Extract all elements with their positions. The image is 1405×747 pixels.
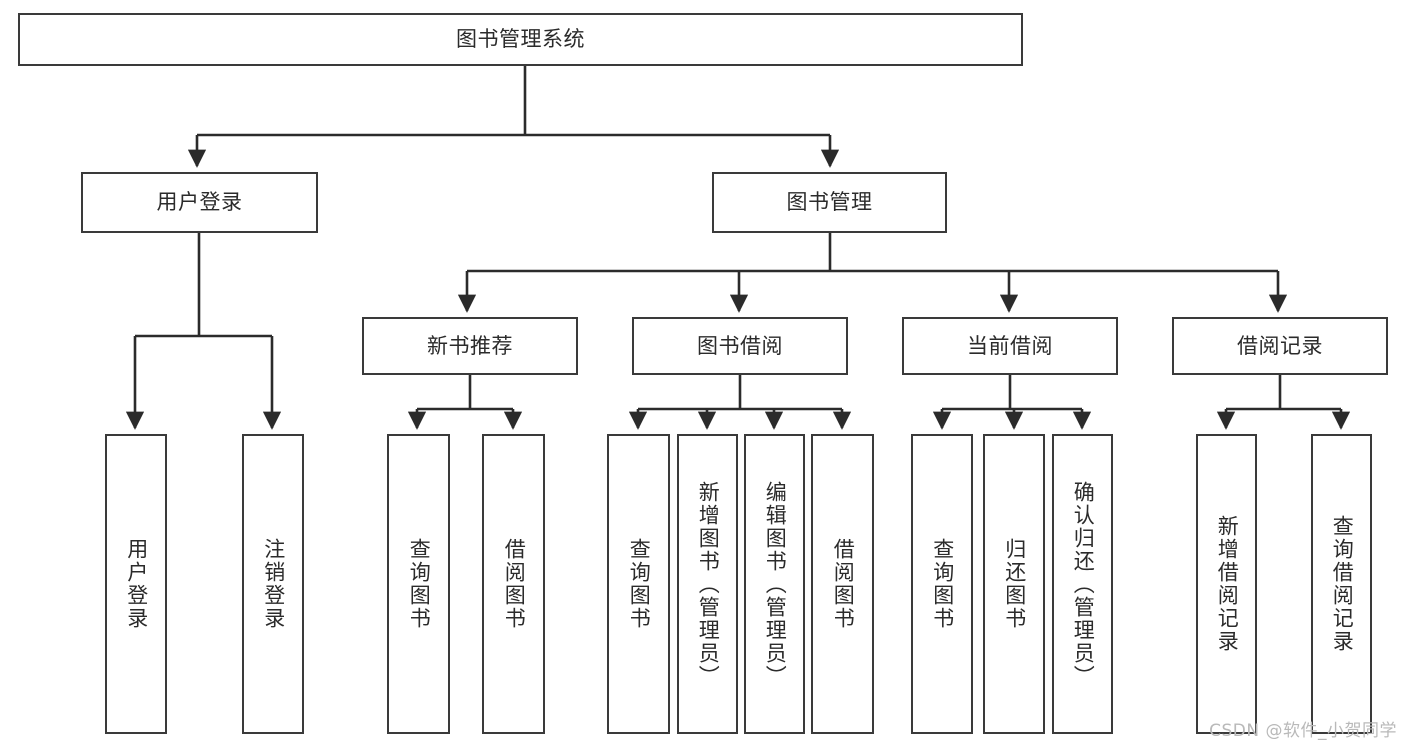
node-leaf-logout-label: 注销登录 — [261, 538, 286, 630]
node-book-borrow-label: 图书借阅 — [697, 333, 783, 358]
node-leaf-add-borrow-record-label: 新增借阅记录 — [1215, 515, 1240, 653]
node-leaf-add-book-admin-label: 新增图书（管理员） — [696, 480, 721, 688]
node-leaf-borrow-book-2[interactable]: 借阅图书 — [811, 434, 874, 734]
node-book-management[interactable]: 图书管理 — [712, 172, 947, 233]
node-leaf-borrow-book-1[interactable]: 借阅图书 — [482, 434, 545, 734]
node-new-book-recommend-label: 新书推荐 — [427, 333, 513, 358]
node-leaf-add-book-admin[interactable]: 新增图书（管理员） — [677, 434, 738, 734]
node-new-book-recommend[interactable]: 新书推荐 — [362, 317, 578, 375]
node-leaf-query-book-3-label: 查询图书 — [930, 538, 955, 630]
node-leaf-query-book-2[interactable]: 查询图书 — [607, 434, 670, 734]
node-leaf-query-borrow-record-label: 查询借阅记录 — [1330, 515, 1355, 653]
node-user-login-label: 用户登录 — [156, 190, 243, 215]
node-current-borrow-label: 当前借阅 — [967, 333, 1053, 358]
node-leaf-user-login-label: 用户登录 — [124, 538, 149, 630]
node-leaf-borrow-book-2-label: 借阅图书 — [831, 538, 856, 630]
node-current-borrow[interactable]: 当前借阅 — [902, 317, 1118, 375]
node-leaf-query-book-2-label: 查询图书 — [627, 538, 652, 630]
watermark-text: CSDN @软件_小贺同学 — [1209, 721, 1397, 741]
node-book-management-label: 图书管理 — [786, 190, 873, 215]
node-borrow-record-label: 借阅记录 — [1237, 333, 1323, 358]
node-leaf-logout[interactable]: 注销登录 — [242, 434, 304, 734]
node-leaf-confirm-return-admin[interactable]: 确认归还（管理员） — [1052, 434, 1113, 734]
node-root-label: 图书管理系统 — [456, 27, 585, 52]
node-leaf-return-book-label: 归还图书 — [1002, 538, 1027, 630]
node-leaf-add-borrow-record[interactable]: 新增借阅记录 — [1196, 434, 1257, 734]
node-leaf-query-borrow-record[interactable]: 查询借阅记录 — [1311, 434, 1372, 734]
node-leaf-query-book-1[interactable]: 查询图书 — [387, 434, 450, 734]
node-leaf-edit-book-admin-label: 编辑图书（管理员） — [763, 480, 788, 688]
node-book-borrow[interactable]: 图书借阅 — [632, 317, 848, 375]
node-leaf-return-book[interactable]: 归还图书 — [983, 434, 1045, 734]
node-leaf-edit-book-admin[interactable]: 编辑图书（管理员） — [744, 434, 805, 734]
node-leaf-query-book-1-label: 查询图书 — [407, 538, 432, 630]
node-leaf-confirm-return-admin-label: 确认归还（管理员） — [1071, 480, 1096, 688]
node-borrow-record[interactable]: 借阅记录 — [1172, 317, 1388, 375]
node-root[interactable]: 图书管理系统 — [18, 13, 1023, 66]
node-user-login[interactable]: 用户登录 — [81, 172, 318, 233]
node-leaf-user-login[interactable]: 用户登录 — [105, 434, 167, 734]
node-leaf-query-book-3[interactable]: 查询图书 — [911, 434, 973, 734]
node-leaf-borrow-book-1-label: 借阅图书 — [502, 538, 527, 630]
